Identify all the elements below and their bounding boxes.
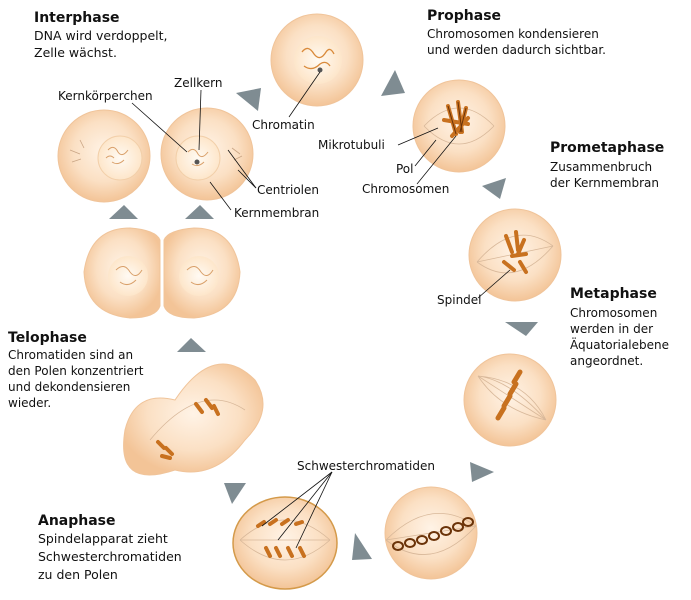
telophase-cell [123, 363, 264, 476]
cycle-arrows [109, 70, 538, 560]
metaphase-desc-2: werden in der [570, 322, 654, 336]
interphase-desc-2: Zelle wächst. [34, 45, 117, 60]
metaphase-desc-1: Chromosomen [570, 306, 658, 320]
prometaphase-cell [468, 208, 562, 302]
label-kernmembran: Kernmembran [234, 206, 320, 220]
interphase-desc-1: DNA wird verdoppelt, [34, 28, 168, 43]
anaphase-early-cell [384, 486, 478, 580]
label-centriolen: Centriolen [257, 183, 320, 197]
prophase-desc-1: Chromosomen kondensieren [427, 27, 599, 41]
label-pol: Pol [396, 162, 414, 176]
arrow-anaphase [352, 533, 372, 560]
label-mikrotubuli: Mikrotubuli [318, 138, 385, 152]
interphase-title: Interphase [34, 10, 120, 26]
prophase-desc-2: und werden dadurch sichtbar. [427, 43, 606, 57]
prometaphase-desc-1: Zusammenbruch [550, 160, 653, 174]
metaphase-desc-3: Äquatorialebene [570, 338, 669, 352]
arrow-split-right [185, 205, 214, 219]
telophase-desc-2: den Polen konzentriert [8, 364, 144, 378]
label-kernkoerperchen: Kernkörperchen [58, 89, 153, 103]
metaphase-title: Metaphase [570, 286, 657, 302]
prophase-title: Prophase [427, 8, 502, 24]
label-zellkern: Zellkern [174, 76, 223, 90]
telophase-daughter-cells [83, 227, 241, 319]
arrow-split-left [109, 205, 138, 219]
arrow-prometaphase [482, 178, 506, 199]
leader-lines [131, 71, 511, 549]
anaphase-cell [232, 496, 338, 590]
arrow-metaphase [505, 322, 538, 336]
arrow-prophase-a [381, 70, 405, 96]
prophase-cell [412, 79, 506, 173]
arrow-anaphase-early [470, 462, 494, 482]
telophase-title: Telophase [8, 330, 87, 346]
arrow-telophase [224, 483, 246, 504]
metaphase-desc-4: angeordnet. [570, 354, 644, 368]
prometaphase-desc-2: der Kernmembran [550, 176, 660, 190]
label-schwesterchromatiden: Schwesterchromatiden [297, 459, 435, 473]
anaphase-title: Anaphase [38, 513, 116, 529]
arrow-telophase-up [177, 338, 206, 352]
anaphase-desc-2: Schwesterchromatiden [38, 549, 182, 564]
label-chromosomen: Chromosomen [362, 182, 450, 196]
metaphase-cell [463, 353, 557, 447]
interphase-cell-right [160, 107, 254, 201]
interphase-cell-left [57, 109, 151, 203]
telophase-desc-1: Chromatiden sind an [8, 348, 134, 362]
prophase-early-cell [270, 13, 364, 107]
prometaphase-title: Prometaphase [550, 140, 665, 156]
label-spindel: Spindel [437, 293, 482, 307]
anaphase-desc-3: zu den Polen [38, 567, 118, 582]
label-chromatin: Chromatin [252, 118, 315, 132]
telophase-desc-4: wieder. [8, 396, 52, 410]
anaphase-desc-1: Spindelapparat zieht [38, 531, 168, 546]
arrow-interphase-to-prophase [236, 88, 261, 111]
telophase-desc-3: und dekondensieren [8, 380, 131, 394]
